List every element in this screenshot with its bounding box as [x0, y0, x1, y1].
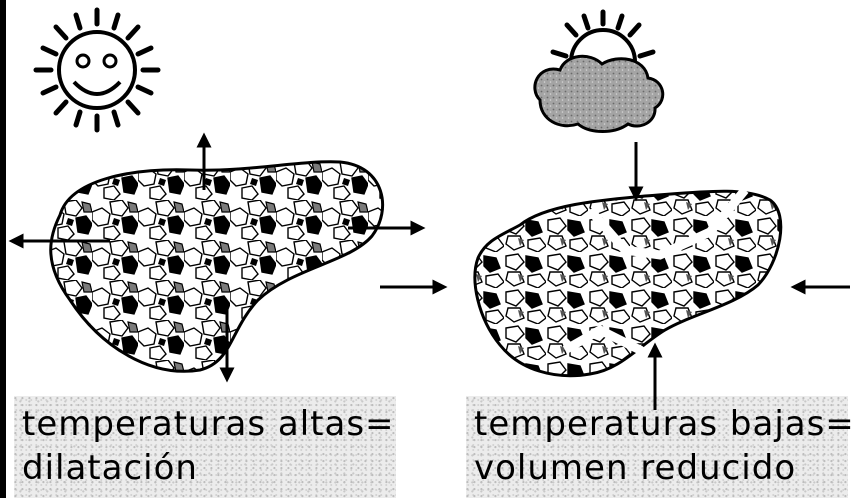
left-border — [0, 0, 6, 498]
contracted-rock — [475, 190, 781, 380]
right-caption-line-2: volumen reducido — [474, 448, 796, 488]
left-caption-line-1: temperaturas altas= — [22, 404, 395, 444]
smiling-sun-icon — [36, 10, 158, 130]
expanded-rock — [51, 162, 383, 371]
right-caption-line-1: temperaturas bajas= — [474, 404, 854, 444]
left-caption-line-2: dilatación — [22, 448, 198, 488]
sun-behind-cloud-icon — [535, 12, 663, 132]
